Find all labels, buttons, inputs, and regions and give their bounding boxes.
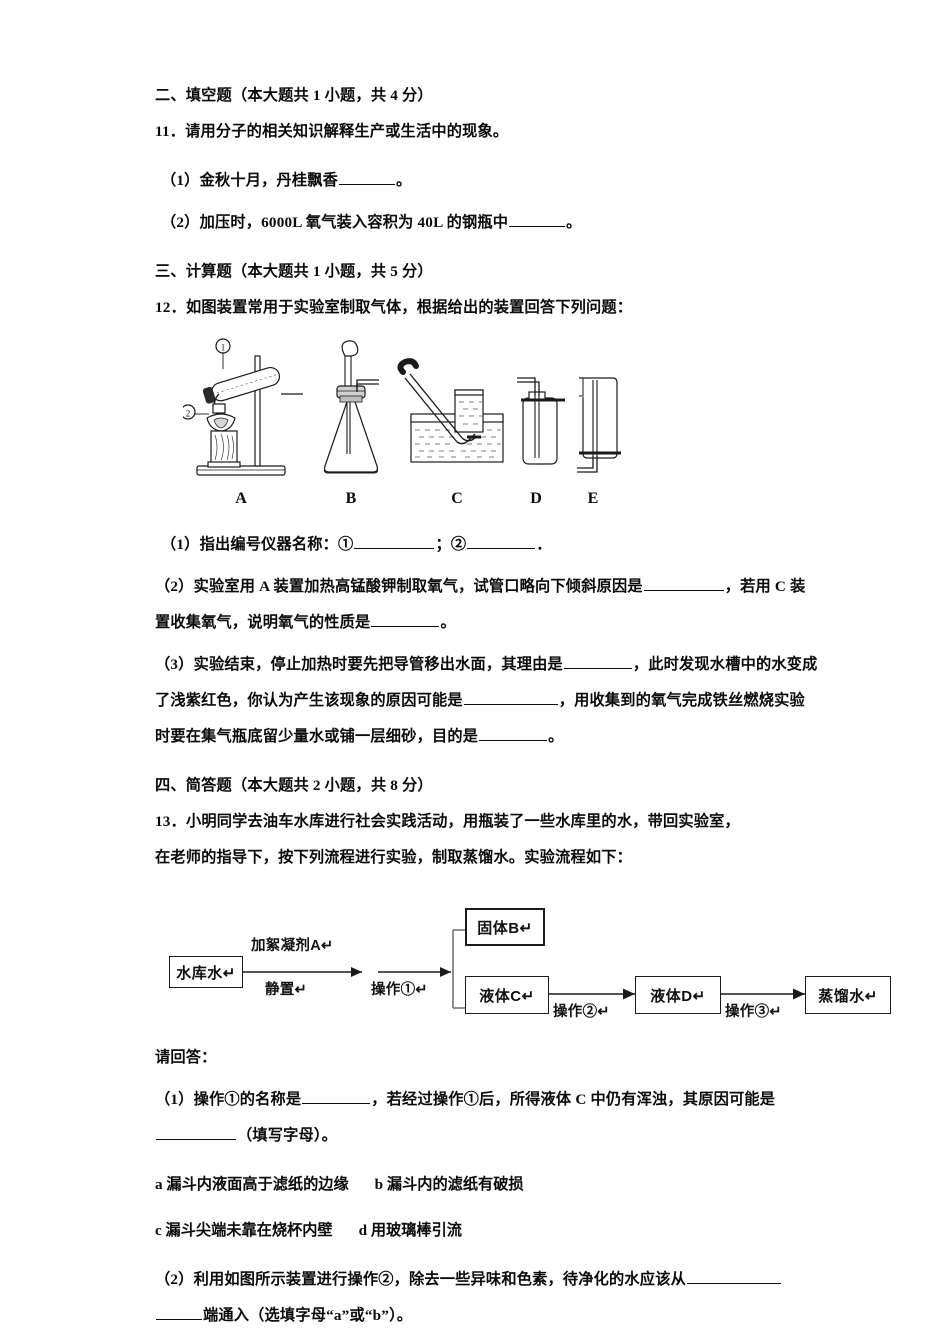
answer-blank[interactable] <box>479 727 548 741</box>
option-row-ab: a 漏斗内液面高于滤纸的边缘 b 漏斗内的滤纸有破损 <box>155 1169 820 1200</box>
option-b[interactable]: b 漏斗内的滤纸有破损 <box>374 1176 524 1194</box>
flow-box-liquid-c: 液体C↵ <box>465 976 549 1014</box>
q13-sub1-c: （填写字母）。 <box>237 1127 338 1144</box>
answer-blank[interactable] <box>467 535 536 549</box>
q12-sub1-a: （1）指出编号仪器名称：① <box>161 536 354 553</box>
q11-sub1-text: （1）金秋十月，丹桂飘香 <box>161 172 339 189</box>
answer-blank[interactable] <box>156 1306 202 1320</box>
apparatus-label-b: B <box>345 490 357 507</box>
answer-blank[interactable] <box>463 691 558 705</box>
option-d[interactable]: d 用玻璃棒引流 <box>358 1222 462 1240</box>
option-a[interactable]: a 漏斗内液面高于滤纸的边缘 <box>155 1176 349 1194</box>
apparatus-label-row: A B C D E <box>183 490 623 514</box>
q11-sub2-end: 。 <box>566 214 582 231</box>
question-12-sub-1: （1）指出编号仪器名称：① ；② ． <box>155 527 820 563</box>
flow-label-operation-3: 操作③↵ <box>725 1004 782 1020</box>
experiment-flowchart: 水库水↵ 加絮凝剂A↵ 静置↵ 操作①↵ 固体B↵ 液体C↵ 操作②↵ 液体D↵… <box>165 898 891 1020</box>
question-13-stem-line-2: 在老师的指导下，按下列流程进行实验，制取蒸馏水。实验流程如下： <box>155 849 633 866</box>
answer-blank[interactable] <box>302 1090 371 1104</box>
answer-blank[interactable] <box>371 613 440 627</box>
flow-box-source: 水库水↵ <box>169 956 243 988</box>
answer-blank[interactable] <box>643 577 724 591</box>
section-four-heading: 四、简答题（本大题共 2 小题，共 8 分） <box>155 777 433 794</box>
apparatus-d <box>517 377 565 465</box>
section-three-heading: 三、计算题（本大题共 1 小题，共 5 分） <box>155 263 433 280</box>
question-11-sub-2: （2）加压时，6000L 氧气装入容积为 40L 的钢瓶中 。 <box>155 205 820 241</box>
q12-sub2-c: 。 <box>440 614 456 631</box>
answer-blank[interactable] <box>156 1126 236 1140</box>
question-12-stem: 12．如图装置常用于实验室制取气体，根据给出的装置回答下列问题： <box>155 299 633 316</box>
question-12-sub-2: （2）实验室用 A 装置加热高锰酸钾制取氧气，试管口略向下倾斜原因是，若用 C … <box>155 569 820 641</box>
apparatus-label-c: C <box>451 490 463 507</box>
question-11-sub-1: （1）金秋十月，丹桂飘香 。 <box>155 163 820 199</box>
q13-sub1-a: （1）操作①的名称是 <box>155 1091 302 1108</box>
q12-sub3-c: ，用收集到的氧气完成铁丝燃烧实验时要在集气瓶底留少量水或铺一层细砂，目的是 <box>155 692 805 745</box>
q12-sub3-d: 。 <box>548 728 564 745</box>
flow-box-distilled-water: 蒸馏水↵ <box>805 976 891 1014</box>
apparatus-figure: 1 2 <box>183 338 623 490</box>
flow-label-operation-2: 操作②↵ <box>553 1004 610 1020</box>
question-13-sub-1: （1）操作①的名称是 ，若经过操作①后，所得液体 C 中仍有浑浊，其原因可能是 （填… <box>155 1082 820 1154</box>
section-two-heading: 二、填空题（本大题共 1 小题，共 4 分） <box>155 87 433 104</box>
q13-sub1-b: ，若经过操作①后，所得液体 C 中仍有浑浊，其原因可能是 <box>371 1091 776 1108</box>
answer-blank[interactable] <box>339 171 396 185</box>
question-13-stem-line-1: 13．小明同学去油车水库进行社会实践活动，用瓶装了一些水库里的水，带回实验室， <box>155 813 740 830</box>
flow-label-settle: 静置↵ <box>265 982 308 998</box>
option-c[interactable]: c 漏斗尖端未靠在烧杯内壁 <box>155 1222 333 1240</box>
q11-sub1-end: 。 <box>396 172 412 189</box>
flow-box-solid-b: 固体B↵ <box>465 908 545 946</box>
svg-text:1: 1 <box>221 343 226 353</box>
q13-sub2-a: （2）利用如图所示装置进行操作②，除去一些异味和色素，待净化的水应该从 <box>155 1270 686 1288</box>
q12-sub3-a: （3）实验结束，停止加热时要先把导管移出水面，其理由是 <box>155 656 563 673</box>
answer-prompt: 请回答： <box>155 1049 217 1066</box>
apparatus-label-e: E <box>587 490 599 507</box>
q12-sub3-b: ，此时发现水槽中的水变成了浅紫红色，你认为产生该现象的原因可能是 <box>155 656 818 709</box>
q13-sub2-b: 端通入（选填字母“a”或“b”）。 <box>203 1306 413 1324</box>
apparatus-label-a: A <box>235 490 247 507</box>
answer-blank[interactable] <box>563 655 632 669</box>
question-12-sub-3: （3）实验结束，停止加热时要先把导管移出水面，其理由是，此时发现水槽中的水变成了… <box>155 647 820 755</box>
apparatus-c <box>397 358 504 463</box>
option-row-cd: c 漏斗尖端未靠在烧杯内壁 d 用玻璃棒引流 <box>155 1215 820 1246</box>
svg-text:2: 2 <box>186 409 191 419</box>
question-13-sub-2: （2）利用如图所示装置进行操作②，除去一些异味和色素，待净化的水应该从端通入（选… <box>155 1262 820 1334</box>
apparatus-label-d: D <box>530 490 542 507</box>
q12-sub1-b: ；② <box>435 536 467 553</box>
q12-sub2-a: （2）实验室用 A 装置加热高锰酸钾制取氧气，试管口略向下倾斜原因是 <box>155 578 643 595</box>
q12-sub1-c: ． <box>536 536 552 553</box>
apparatus-b <box>323 340 379 474</box>
q11-sub2-text: （2）加压时，6000L 氧气装入容积为 40L 的钢瓶中 <box>161 214 509 231</box>
q12-sub2-b: ，若用 C 装置收集氧气，说明氧气的性质是 <box>155 578 806 631</box>
apparatus-e <box>577 377 621 473</box>
answer-blank[interactable] <box>354 535 435 549</box>
question-11-stem: 11．请用分子的相关知识解释生产或生活中的现象。 <box>155 123 509 140</box>
flow-box-liquid-d: 液体D↵ <box>635 976 721 1014</box>
answer-blank[interactable] <box>686 1270 781 1284</box>
apparatus-a: 1 2 <box>183 338 303 476</box>
answer-blank[interactable] <box>509 213 566 227</box>
flow-label-reagent: 加絮凝剂A↵ <box>251 938 334 954</box>
flow-label-operation-1: 操作①↵ <box>371 982 428 998</box>
